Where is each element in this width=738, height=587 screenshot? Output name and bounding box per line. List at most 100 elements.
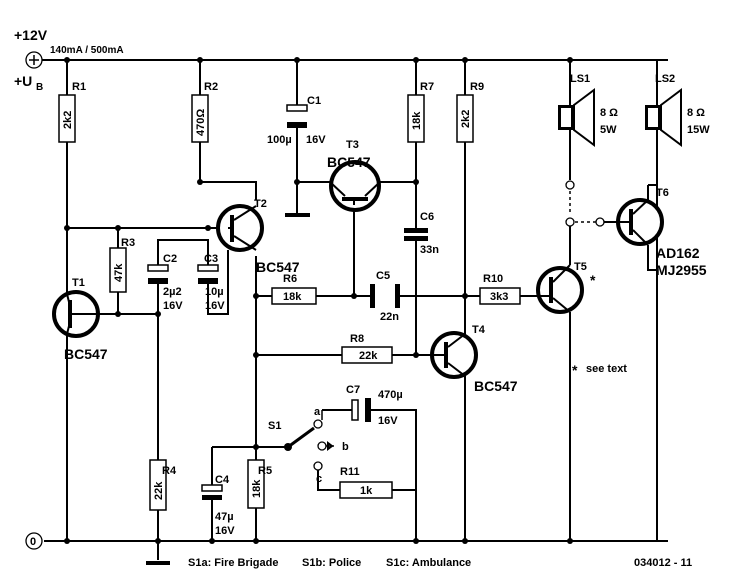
supply-terminal: +12V 140mA / 500mA +U B [14, 27, 124, 93]
speaker-ls1: LS1 8 Ω 5W [558, 73, 618, 147]
svg-text:T2: T2 [254, 198, 267, 210]
figure-code: 034012 - 11 [634, 557, 692, 569]
svg-text:a: a [314, 406, 321, 418]
transistor-t1: T1 BC547 [52, 277, 108, 362]
svg-text:3k3: 3k3 [490, 291, 508, 303]
svg-text:16V: 16V [205, 300, 225, 312]
svg-text:2k2: 2k2 [62, 111, 74, 129]
legend-s1c: S1c: Ambulance [386, 557, 471, 569]
svg-text:C6: C6 [420, 211, 434, 223]
svg-text:*: * [572, 362, 578, 378]
svg-text:C1: C1 [307, 95, 321, 107]
junction-dots [64, 57, 573, 544]
svg-text:BC547: BC547 [64, 346, 108, 362]
svg-text:C7: C7 [346, 384, 360, 396]
switch-s1: S1 a b c [268, 406, 349, 485]
svg-text:470µ: 470µ [378, 389, 403, 401]
resistor-r11: R11 1k [339, 466, 393, 499]
svg-text:18k: 18k [283, 291, 302, 303]
svg-text:2µ2: 2µ2 [163, 286, 182, 298]
transistor-t2: T2 BC547 [216, 198, 300, 275]
svg-text:S1: S1 [268, 420, 281, 432]
svg-text:16V: 16V [163, 300, 183, 312]
svg-text:b: b [342, 441, 349, 453]
svg-text:*: * [590, 272, 596, 288]
supply-ub-sub: B [36, 82, 43, 93]
svg-text:16V: 16V [306, 134, 326, 146]
svg-text:T3: T3 [346, 139, 359, 151]
svg-text:15W: 15W [687, 124, 710, 136]
transistor-t5: T5 * [520, 261, 596, 314]
svg-text:47k: 47k [113, 263, 125, 282]
svg-text:T6: T6 [656, 187, 669, 199]
svg-text:R3: R3 [121, 237, 135, 249]
svg-text:R5: R5 [258, 465, 272, 477]
svg-text:470Ω: 470Ω [195, 109, 207, 136]
svg-text:T1: T1 [72, 277, 85, 289]
svg-text:18k: 18k [411, 111, 423, 130]
svg-text:R11: R11 [340, 466, 360, 478]
svg-text:R6: R6 [283, 273, 297, 285]
resistor-r6: R6 18k [271, 273, 317, 305]
svg-text:LS1: LS1 [570, 73, 590, 85]
svg-text:100µ: 100µ [267, 134, 292, 146]
svg-text:22k: 22k [359, 350, 378, 362]
resistor-r1: R1 2k2 [58, 81, 86, 143]
svg-text:22n: 22n [380, 311, 399, 323]
resistor-r2: R2 470Ω [191, 81, 218, 143]
svg-text:R1: R1 [72, 81, 86, 93]
capacitor-c7: C7 470µ 16V [346, 384, 403, 427]
svg-text:18k: 18k [251, 479, 263, 498]
capacitor-c6: C6 33n [404, 211, 439, 256]
svg-text:BC547: BC547 [327, 154, 371, 170]
svg-text:16V: 16V [215, 525, 235, 537]
resistor-r4: R4 22k [149, 459, 177, 511]
capacitor-c3: C3 10µ 16V [197, 253, 225, 312]
svg-text:C5: C5 [376, 270, 390, 282]
speaker-ls2: LS2 8 Ω 15W [645, 73, 710, 147]
svg-text:R2: R2 [204, 81, 218, 93]
svg-text:T4: T4 [472, 324, 486, 336]
svg-text:LS2: LS2 [655, 73, 675, 85]
resistor-r3: R3 47k [109, 237, 135, 293]
svg-text:see text: see text [586, 363, 627, 375]
legend-s1a: S1a: Fire Brigade [188, 557, 278, 569]
svg-text:R9: R9 [470, 81, 484, 93]
resistor-r8: R8 22k [341, 333, 393, 364]
svg-text:BC547: BC547 [474, 378, 518, 394]
switch-legend: S1a: Fire Brigade S1b: Police S1c: Ambul… [188, 557, 692, 569]
svg-text:C2: C2 [163, 253, 177, 265]
resistor-r7: R7 18k [407, 81, 434, 143]
svg-text:C4: C4 [215, 474, 230, 486]
supply-ub: +U [14, 73, 32, 89]
svg-text:16V: 16V [378, 415, 398, 427]
svg-text:10µ: 10µ [205, 286, 224, 298]
svg-text:R10: R10 [483, 273, 503, 285]
supply-voltage: +12V [14, 27, 48, 43]
svg-text:1k: 1k [360, 485, 373, 497]
capacitor-c5: C5 22n [370, 270, 400, 323]
svg-text:C3: C3 [204, 253, 218, 265]
svg-text:22k: 22k [153, 481, 165, 500]
supply-current: 140mA / 500mA [50, 45, 124, 56]
capacitor-c4: C4 47µ 16V [201, 474, 235, 537]
transistor-t6: T6 AD162 MJ2955 [616, 187, 707, 278]
svg-text:R4: R4 [162, 465, 177, 477]
svg-text:8 Ω: 8 Ω [600, 107, 618, 119]
capacitor-c2: C2 2µ2 16V [147, 253, 183, 312]
svg-text:T5: T5 [574, 261, 587, 273]
see-text-note: * see text [572, 362, 627, 378]
transistor-t3: T3 BC547 [327, 139, 381, 212]
svg-text:8 Ω: 8 Ω [687, 107, 705, 119]
svg-text:AD162: AD162 [656, 245, 700, 261]
svg-text:c: c [316, 473, 322, 485]
resistor-r10: R10 3k3 [479, 273, 521, 305]
svg-text:33n: 33n [420, 244, 439, 256]
svg-text:R8: R8 [350, 333, 364, 345]
resistor-r9: R9 2k2 [456, 81, 484, 143]
svg-text:R7: R7 [420, 81, 434, 93]
ground-terminal: 0 [25, 532, 43, 550]
svg-text:2k2: 2k2 [460, 110, 472, 128]
